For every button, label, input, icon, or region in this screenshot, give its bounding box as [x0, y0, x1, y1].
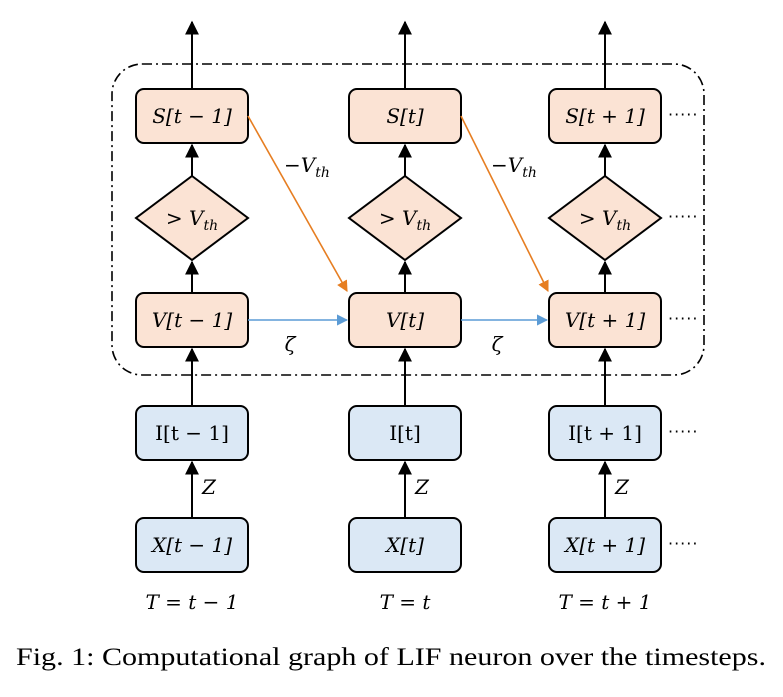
time-label: T = t [380, 590, 432, 614]
input-label: X[t + 1] [563, 533, 645, 557]
voltage-label: V[t − 1] [152, 308, 232, 332]
spike-label: S[t + 1] [565, 104, 645, 128]
current-label: I[t] [389, 421, 421, 445]
weight-label: Z [614, 475, 630, 499]
threshold-node [347, 174, 463, 262]
spike-label: S[t − 1] [152, 104, 232, 128]
current-node [135, 405, 249, 461]
continuation-dots: ····· [668, 105, 698, 124]
continuation-dots: ····· [668, 422, 698, 441]
current-label: I[t + 1] [568, 421, 642, 445]
reset-label: −Vth [491, 153, 537, 181]
spike-node [548, 88, 662, 144]
spike-label: S[t] [386, 104, 424, 128]
threshold-label: > Vth [166, 206, 218, 234]
column-t-minus-1: S[t − 1] > Vth V[t − 1] I[t − 1] Z X[t −… [134, 20, 250, 614]
reset-label: −Vth [284, 153, 330, 181]
column-t-plus-1: S[t + 1] > Vth V[t + 1] I[t + 1] Z X[t +… [547, 20, 663, 614]
input-label: X[t] [384, 533, 424, 557]
figure-caption: Fig. 1: Computational graph of LIF neuro… [16, 644, 766, 671]
continuation-dots: ····· [668, 309, 698, 328]
threshold-label: > Vth [579, 206, 631, 234]
time-label: T = t − 1 [145, 590, 238, 614]
continuation-dots: ····· [668, 207, 698, 226]
current-node [548, 405, 662, 461]
threshold-node [134, 174, 250, 262]
input-label: X[t − 1] [150, 533, 232, 557]
voltage-node [548, 292, 662, 348]
input-node [548, 517, 662, 573]
threshold-label: > Vth [379, 206, 431, 234]
threshold-node [547, 174, 663, 262]
current-node [348, 405, 462, 461]
input-node [348, 517, 462, 573]
time-label: T = t + 1 [558, 590, 651, 614]
reset-arrow [247, 115, 348, 292]
input-node [135, 517, 249, 573]
reset-arrow [460, 115, 549, 293]
weight-label: Z [201, 475, 217, 499]
voltage-label: V[t + 1] [565, 308, 645, 332]
decay-label: ζ [285, 332, 297, 356]
decay-label: ζ [492, 332, 504, 356]
neuron-boundary [111, 63, 705, 376]
continuation-dots: ····· [668, 534, 698, 553]
weight-label: Z [414, 475, 430, 499]
voltage-label: V[t] [386, 308, 424, 332]
column-t: S[t] > Vth V[t] I[t] Z X[t] T = t [347, 20, 463, 614]
current-label: I[t − 1] [155, 421, 229, 445]
